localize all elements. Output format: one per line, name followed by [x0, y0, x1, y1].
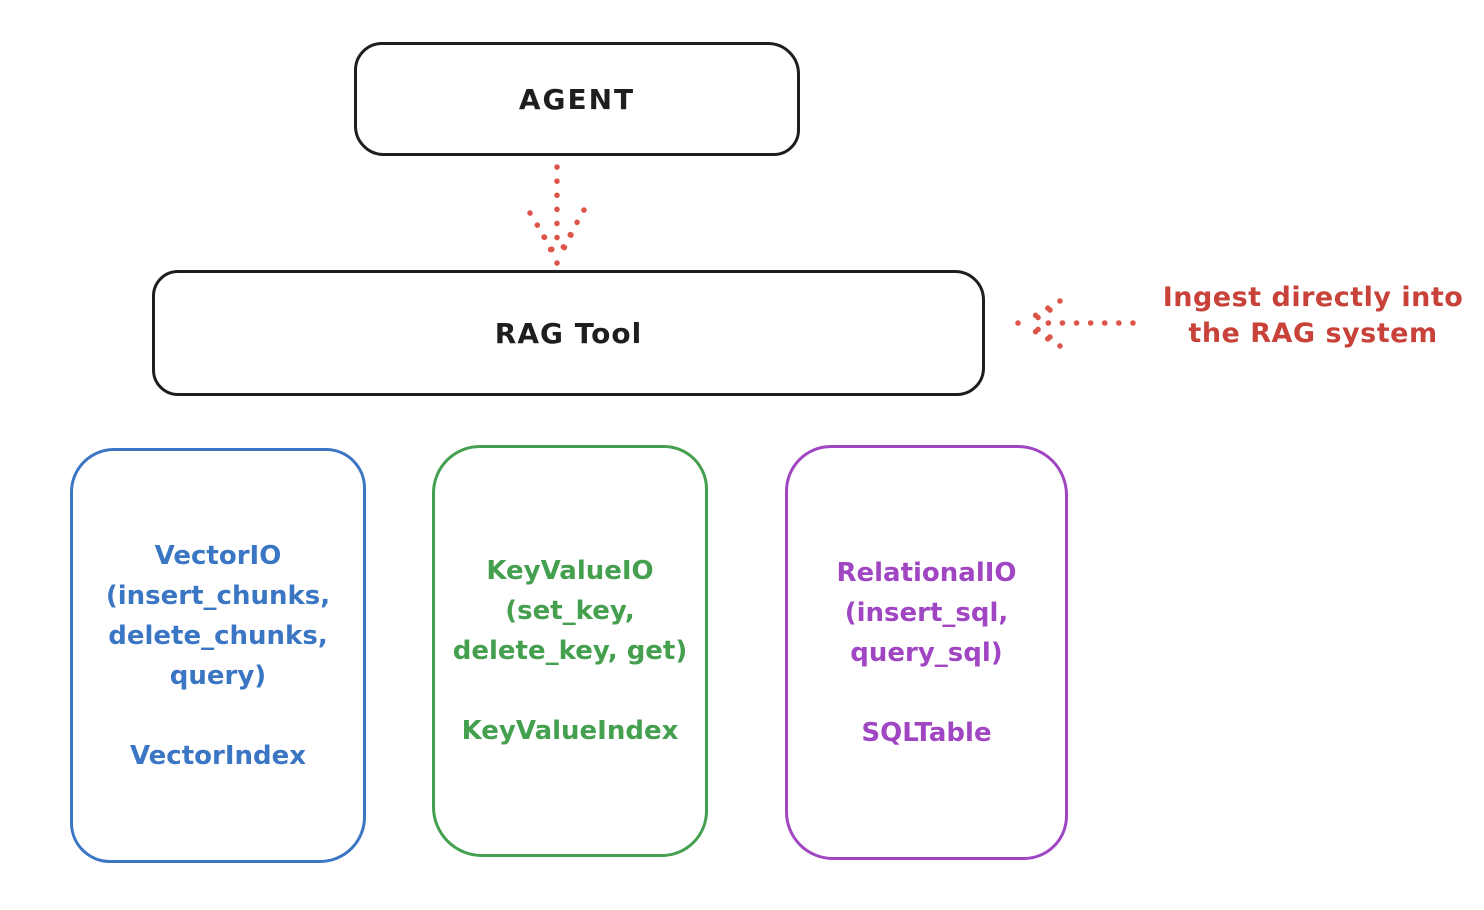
relational-io-line: (insert_sql,	[844, 597, 1009, 628]
agent-label: AGENT	[518, 82, 636, 116]
keyvalue-io-line: KeyValueIO	[486, 556, 654, 586]
keyvalue-io-line: (set_key,	[505, 596, 635, 626]
keyvalue-io-line: delete_key, get)	[452, 636, 688, 666]
relational-io-line: query_sql)	[850, 637, 1003, 668]
rag-tool-box: RAG Tool	[152, 270, 985, 396]
keyvalue-index-label: KeyValueIndex	[461, 716, 679, 746]
vector-io-box: VectorIO (insert_chunks, delete_chunks, …	[70, 448, 366, 863]
vector-io-line: delete_chunks,	[108, 620, 328, 651]
ingest-annotation-line1: Ingest directly into	[1162, 282, 1464, 313]
agent-box: AGENT	[354, 42, 800, 156]
ingest-annotation: Ingest directly into the RAG system	[1142, 280, 1484, 352]
ingest-annotation-line2: the RAG system	[1188, 318, 1438, 349]
vector-io-line: (insert_chunks,	[105, 580, 331, 611]
vector-io-line: query)	[169, 660, 267, 691]
vector-index-label: VectorIndex	[129, 740, 307, 771]
keyvalue-io-signature: KeyValueIO (set_key, delete_key, get)	[453, 551, 688, 671]
rag-tool-label: RAG Tool	[494, 316, 643, 350]
arrow-left-icon	[1015, 298, 1136, 349]
vector-io-line: VectorIO	[154, 540, 282, 571]
relational-io-signature: RelationalIO (insert_sql, query_sql)	[836, 553, 1016, 673]
keyvalue-io-box: KeyValueIO (set_key, delete_key, get) Ke…	[432, 445, 708, 857]
relational-io-box: RelationalIO (insert_sql, query_sql) SQL…	[785, 445, 1068, 860]
relational-io-line: RelationalIO	[836, 557, 1017, 588]
sql-table-label: SQLTable	[861, 717, 992, 748]
vector-io-signature: VectorIO (insert_chunks, delete_chunks, …	[106, 536, 330, 696]
arrow-down-icon	[527, 164, 587, 266]
